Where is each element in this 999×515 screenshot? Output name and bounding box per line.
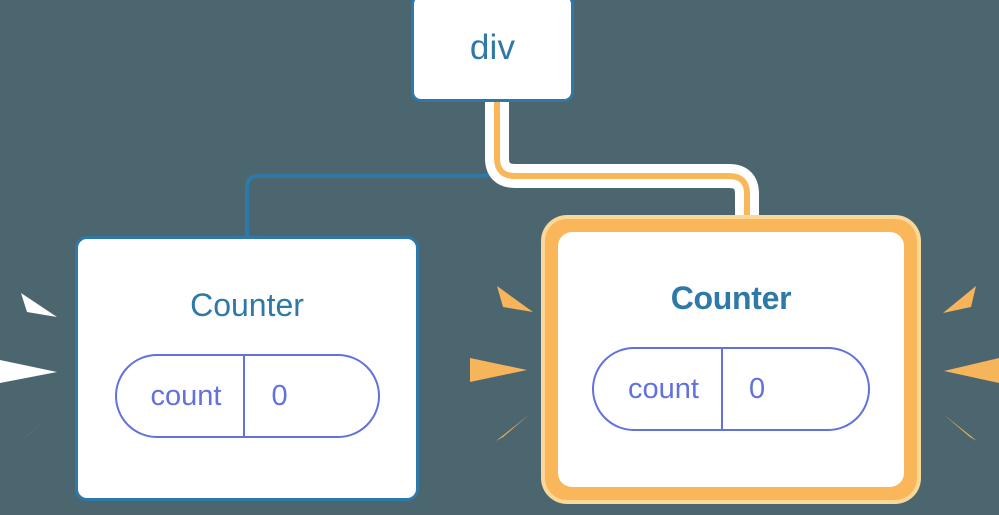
edge-div-to-counter-left bbox=[245, 100, 495, 239]
node-counter-right[interactable]: Counter count 0 bbox=[541, 215, 921, 504]
state-pill-right-value: 0 bbox=[720, 349, 797, 429]
node-div[interactable]: div bbox=[411, 0, 574, 102]
state-pill-left-value: 0 bbox=[243, 356, 319, 436]
node-counter-right-body: Counter count 0 bbox=[558, 232, 904, 487]
state-pill-left[interactable]: count 0 bbox=[114, 354, 380, 438]
node-counter-right-label: Counter bbox=[670, 280, 792, 316]
node-counter-left[interactable]: Counter count 0 bbox=[75, 236, 419, 501]
edge-div-to-counter-right-halo bbox=[485, 100, 759, 232]
state-pill-right[interactable]: count 0 bbox=[592, 347, 870, 431]
node-div-label: div bbox=[469, 28, 516, 67]
edge-div-to-counter-right bbox=[494, 100, 750, 232]
state-pill-left-name: count bbox=[150, 379, 222, 412]
node-counter-left-label: Counter bbox=[190, 287, 304, 323]
state-pill-right-name: count bbox=[628, 372, 699, 405]
